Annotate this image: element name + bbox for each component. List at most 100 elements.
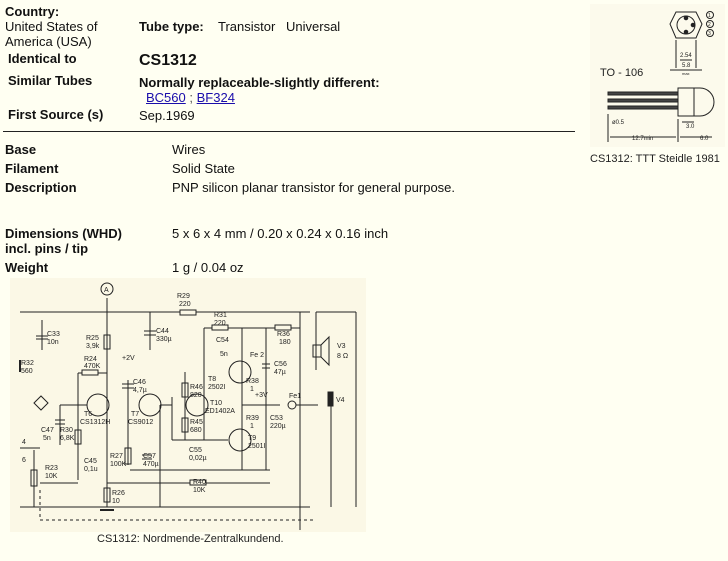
schematic-caption: CS1312: Nordmende-Zentralkundend. xyxy=(97,533,284,545)
schematic-label: 470K xyxy=(84,363,101,370)
country-value-line2: America (USA) xyxy=(5,34,92,49)
link-bf324[interactable]: BF324 xyxy=(196,90,235,105)
schematic-label: C33 xyxy=(47,331,60,338)
dim-body: 3.0 xyxy=(686,124,695,130)
schematic-label: R26 xyxy=(112,490,125,497)
schematic-label: R45 xyxy=(190,419,203,426)
schematic-label: 180 xyxy=(279,339,291,346)
schematic-label: 8 Ω xyxy=(337,353,348,360)
schematic-label: 10n xyxy=(47,339,59,346)
schematic-label: C55 xyxy=(189,447,202,454)
schematic-label: 220 xyxy=(179,301,191,308)
schematic-label: C56 xyxy=(274,361,287,368)
schematic-label: 330µ xyxy=(156,336,172,343)
filament-value: Solid State xyxy=(172,161,235,176)
description-label: Description xyxy=(5,180,77,195)
identical-label: Identical to xyxy=(8,51,77,66)
similar-heading: Normally replaceable-slightly different: xyxy=(139,75,380,90)
schematic-label: R30 xyxy=(60,427,73,434)
first-source-value: Sep.1969 xyxy=(139,108,195,123)
similar-links: BC560 ; BF324 xyxy=(146,90,235,105)
description-value: PNP silicon planar transistor for genera… xyxy=(172,180,456,195)
schematic-label: +3V xyxy=(255,392,268,399)
schematic-label: T9 xyxy=(248,435,256,442)
schematic-label: R46 xyxy=(190,384,203,391)
schematic-label: 100K xyxy=(110,461,127,468)
schematic-label: 2502I xyxy=(208,384,226,391)
package-caption: CS1312: TTT Steidle 1981 xyxy=(590,153,720,165)
link-bc560[interactable]: BC560 xyxy=(146,90,186,105)
schematic-label: 0,1u xyxy=(84,466,98,473)
schematic-label: T8 xyxy=(208,376,216,383)
schematic-label: R27 xyxy=(110,453,123,460)
schematic-label: 2501I xyxy=(248,443,266,450)
schematic-label: A xyxy=(104,287,109,294)
dim-lead-diameter: ø0.5 xyxy=(612,120,625,126)
schematic-label: R25 xyxy=(86,335,99,342)
schematic-label: C54 xyxy=(216,337,229,344)
schematic-label: 10K xyxy=(45,473,58,480)
country-value-line1: United States of xyxy=(5,19,98,34)
link-separator: ; xyxy=(189,90,193,105)
dim-lead-length: 12.7min xyxy=(632,136,653,142)
dim-pitch: 2.54 xyxy=(680,53,692,59)
schematic-label: 4 xyxy=(22,439,26,446)
schematic-label: +2V xyxy=(122,355,135,362)
schematic-label: 220 xyxy=(214,320,226,327)
schematic-label: 6 xyxy=(22,457,26,464)
tube-type-value: Transistor xyxy=(218,19,276,34)
schematic-label: 10 xyxy=(112,498,120,505)
base-label: Base xyxy=(5,142,37,157)
schematic-label: 5n xyxy=(220,351,228,358)
schematic-label: R39 xyxy=(246,415,259,422)
schematic-label: 4,7µ xyxy=(133,387,147,394)
schematic-label: R29 xyxy=(177,293,190,300)
schematic-label: T6 xyxy=(84,411,92,418)
schematic-label: C44 xyxy=(156,328,169,335)
tube-type-label: Tube type: xyxy=(139,19,204,34)
filament-label: Filament xyxy=(5,161,59,176)
schematic-label: 3,9k xyxy=(86,343,100,350)
schematic-label: V3 xyxy=(337,343,346,350)
weight-label: Weight xyxy=(5,260,49,275)
schematic-label: Fe1 xyxy=(289,393,301,400)
tube-type-value2: Universal xyxy=(286,19,341,34)
schematic-label: T7 xyxy=(131,411,139,418)
pin-1: 1 xyxy=(708,13,711,19)
schematic-label: R24 xyxy=(84,356,97,363)
schematic-label: 10K xyxy=(193,487,206,494)
similar-label: Similar Tubes xyxy=(8,73,93,88)
schematic-label: V4 xyxy=(336,397,345,404)
schematic-label: T10 xyxy=(210,400,222,407)
schematic-label: C57 xyxy=(143,453,156,460)
schematic-label: 0,02µ xyxy=(189,455,207,462)
schematic-label: 5n xyxy=(43,435,51,442)
schematic-label: C45 xyxy=(84,458,97,465)
schematic-label: ED1402A xyxy=(205,408,235,415)
pin-2: 2 xyxy=(708,22,711,28)
identical-value: CS1312 xyxy=(139,52,197,69)
schematic-label: 1 xyxy=(250,386,254,393)
schematic-label: R32 xyxy=(21,360,34,367)
dim-width: 5.8 xyxy=(682,63,691,69)
schematic-label: R23 xyxy=(45,465,58,472)
weight-value: 1 g / 0.04 oz xyxy=(172,260,244,275)
schematic-label: CS9012 xyxy=(128,419,153,426)
schematic-label: R36 xyxy=(277,331,290,338)
package-name: TO - 106 xyxy=(600,67,643,79)
dim-max: max xyxy=(682,71,690,76)
dimensions-label-line1: Dimensions (WHD) xyxy=(5,226,122,241)
package-drawing: 2.54 5.8 max ø0.5 12.7min 3.0 6.0 1 2 3 … xyxy=(590,4,725,147)
schematic-label: 560 xyxy=(21,368,33,375)
schematic-label: R31 xyxy=(214,312,227,319)
schematic-label: C53 xyxy=(270,415,283,422)
dimensions-value: 5 x 6 x 4 mm / 0.20 x 0.24 x 0.16 inch xyxy=(172,226,389,241)
base-value: Wires xyxy=(172,142,206,157)
country-label: Country: xyxy=(5,4,60,19)
schematic-label: 820 xyxy=(190,392,202,399)
divider xyxy=(3,131,575,132)
schematic-label: 220µ xyxy=(270,423,286,430)
schematic-label: C46 xyxy=(133,379,146,386)
schematic-label: 6,8K xyxy=(60,435,75,442)
